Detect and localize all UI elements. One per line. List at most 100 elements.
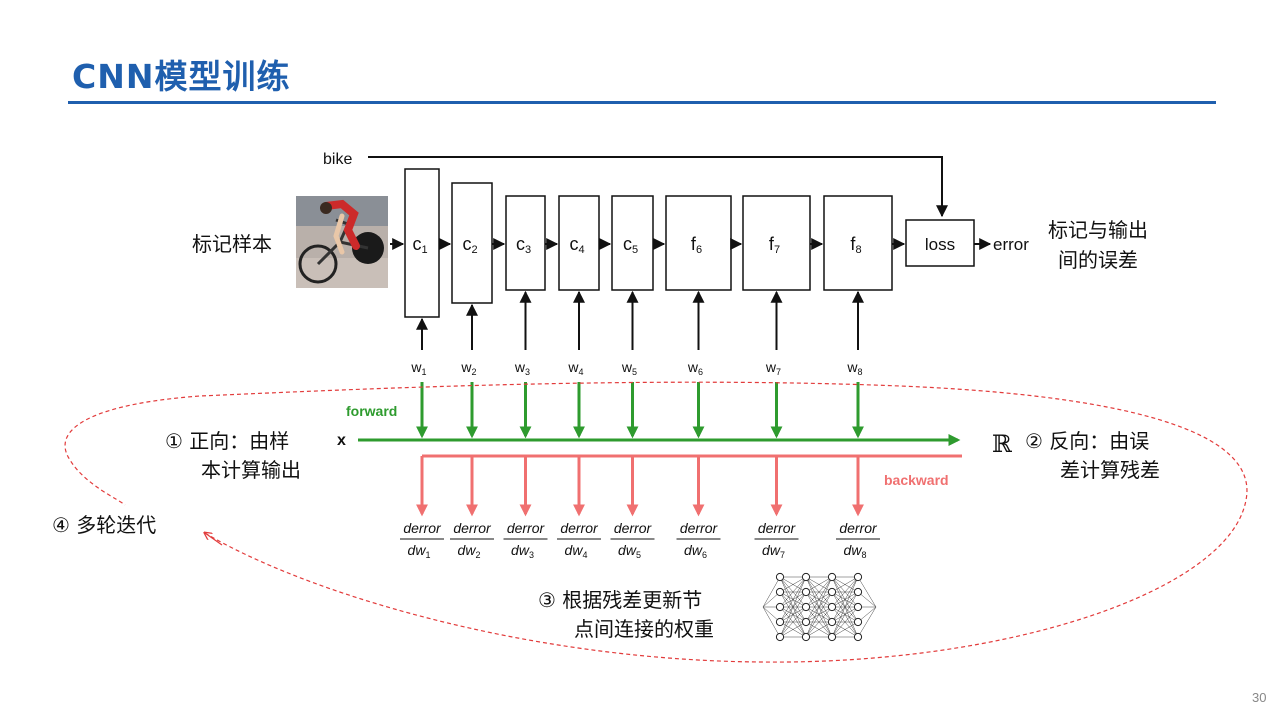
weight-sub-2: 2 [472,367,477,377]
gradient-numerator-8: derror [839,520,878,536]
step4-label: ④ 多轮迭代 [52,513,157,537]
gradient-numerator-3: derror [507,520,546,536]
nn-node [775,602,785,612]
nn-node [801,572,811,582]
gradient-numerator-5: derror [614,520,653,536]
weight-sub-5: 5 [632,367,637,377]
x-label: x [337,432,346,449]
loss-label: loss [925,235,955,254]
layer-sub-5: 5 [632,244,638,256]
gradient-sub-4: 4 [582,550,587,560]
gradient-numerator-4: derror [560,520,599,536]
nn-node [827,602,837,612]
gradient-sub-7: 7 [780,550,785,560]
gradient-denominator-7: dw7 [762,542,785,560]
nn-edge [762,576,781,608]
page-title: CNN模型训练 [72,57,291,96]
gradient-denominator-4: dw4 [565,542,588,560]
step2-line2: 差计算残差 [1060,458,1160,482]
weight-label-4: w4 [567,359,583,377]
nn-edge [805,576,833,623]
step1-line2: 本计算输出 [201,458,301,482]
nn-edge [831,621,859,638]
nn-node [853,572,863,582]
gradient-denominator-3: dw3 [511,542,534,560]
layer-box-1 [404,168,440,318]
nn-edge [831,591,859,638]
step1-line1: ① 正向：由样 [165,429,290,453]
iteration-loop [64,381,1248,663]
nn-node [801,632,811,642]
error-desc-line1: 标记与输出 [1048,218,1148,242]
nn-edge [779,576,807,623]
backward-label: backward [884,472,949,488]
weight-label-1: w1 [410,359,426,377]
nn-node [853,602,863,612]
layer-box-3 [505,195,546,291]
layer-sub-3: 3 [525,244,531,256]
bike-label: bike [323,151,352,168]
real-symbol: ℝ [992,430,1013,458]
sample-label: 标记样本 [192,232,272,256]
neural-network-icon [762,572,877,642]
title-divider [68,101,1216,104]
weight-label-3: w3 [514,359,530,377]
layer-box-4 [558,195,600,291]
nn-edge [831,576,859,623]
nn-edge [831,576,859,593]
step2-line1: ② 反向：由误 [1025,429,1150,453]
layer-label-6: f6 [691,234,702,256]
forward-label: forward [346,403,397,419]
nn-edge [779,621,807,638]
weight-label-5: w5 [621,359,637,377]
nn-edge [831,576,859,608]
nn-node [801,617,811,627]
iteration-loop-arrowhead [205,533,223,546]
gradient-denominator-5: dw5 [618,542,641,560]
weight-label-8: w8 [846,359,862,377]
nn-edge [805,576,833,593]
step3-line2: 点间连接的权重 [574,617,714,641]
nn-edge [805,621,833,638]
layer-sub-8: 8 [855,244,861,256]
weight-sub-6: 6 [698,367,703,377]
layer-box-6 [665,195,732,291]
nn-edge [779,576,807,608]
gradient-numerator-1: derror [403,520,442,536]
weight-label-2: w2 [460,359,476,377]
nn-edge [831,606,859,638]
gradient-sub-8: 8 [861,550,866,560]
nn-node [801,602,811,612]
layer-label-8: f8 [850,234,861,256]
layer-box-7 [742,195,811,291]
nn-node [827,632,837,642]
nn-node [775,587,785,597]
weight-sub-4: 4 [579,367,584,377]
gradient-sub-5: 5 [636,550,641,560]
layer-box-5 [611,195,654,291]
layer-box-2 [451,182,493,304]
step3-line1: ③ 根据残差更新节 [538,588,703,612]
nn-node [775,632,785,642]
nn-edge [831,576,859,638]
nn-edge [779,576,807,638]
nn-edge [805,591,833,638]
nn-node [827,587,837,597]
gradient-numerator-6: derror [680,520,719,536]
weight-sub-3: 3 [525,367,530,377]
nn-node [775,572,785,582]
nn-edge [762,606,781,638]
nn-edge [805,576,833,638]
nn-edge [779,576,807,593]
weight-sub-8: 8 [858,367,863,377]
gradient-denominator-1: dw1 [408,542,431,560]
layer-sub-4: 4 [578,244,584,256]
gradient-denominator-8: dw8 [844,542,867,560]
error-label: error [993,235,1029,254]
nn-node [775,617,785,627]
weight-label-7: w7 [765,359,781,377]
page-number: 30 [1252,690,1267,705]
loss-box [905,219,975,267]
layer-label-7: f7 [769,234,780,256]
nn-edge [857,606,877,638]
